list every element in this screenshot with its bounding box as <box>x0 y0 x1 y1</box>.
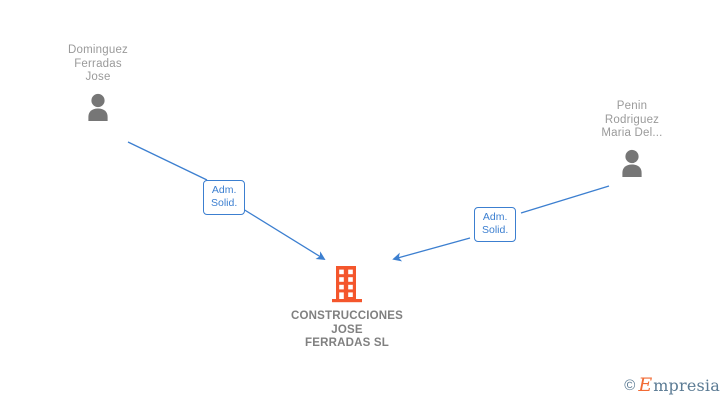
edge-label-right[interactable]: Adm. Solid. <box>474 207 517 242</box>
node-person-left[interactable]: Dominguez Ferradas Jose <box>28 44 168 123</box>
edge-label-left[interactable]: Adm. Solid. <box>203 180 246 215</box>
edge-left-upper-segment <box>127 141 208 181</box>
person-icon <box>88 93 108 121</box>
company-label: CONSTRUCCIONES JOSE FERRADAS SL <box>290 310 404 349</box>
building-icon <box>332 266 362 303</box>
edge-left-lower-segment <box>242 208 326 260</box>
edge-right-lower-segment <box>392 237 471 262</box>
edge-right-upper-segment <box>520 185 610 214</box>
watermark-empresia: © E mpresia <box>624 376 720 395</box>
node-company[interactable]: CONSTRUCCIONES JOSE FERRADAS SL <box>262 266 432 351</box>
person-icon <box>622 149 642 177</box>
watermark-brand-text: mpresia <box>653 375 720 395</box>
watermark-brand-initial: E <box>638 374 653 396</box>
copyright-icon: © <box>624 377 636 394</box>
person-left-label: Dominguez Ferradas Jose <box>68 44 128 83</box>
node-person-right[interactable]: Penin Rodriguez Maria Del... <box>562 100 702 179</box>
person-right-label: Penin Rodriguez Maria Del... <box>601 100 663 139</box>
